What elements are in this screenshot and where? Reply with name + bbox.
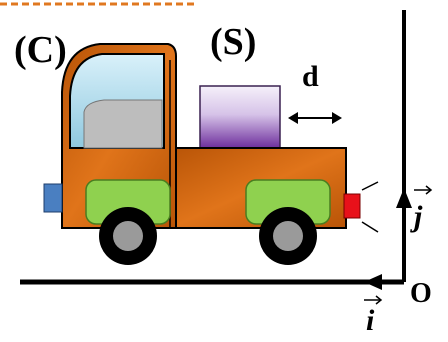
unit-vector-i-arrow	[364, 274, 404, 290]
headlight	[43, 183, 63, 213]
block-label: (S)	[210, 21, 256, 63]
unit-vector-i-label: i	[366, 304, 375, 337]
taillight	[343, 193, 361, 219]
block-s	[199, 85, 281, 150]
unit-vector-j-overarrow	[414, 185, 433, 195]
origin-label: O	[410, 278, 432, 309]
rear-wheel	[259, 207, 317, 265]
truck-label: (C)	[14, 29, 67, 71]
taillight-rays	[361, 181, 379, 233]
distance-arrow	[288, 112, 342, 124]
unit-vector-j-arrow	[396, 188, 412, 270]
seat	[83, 99, 163, 149]
front-wheel	[99, 207, 157, 265]
unit-vector-j-label: j	[410, 200, 423, 233]
distance-label: d	[302, 60, 319, 93]
unit-vector-i-overarrow	[364, 295, 383, 305]
